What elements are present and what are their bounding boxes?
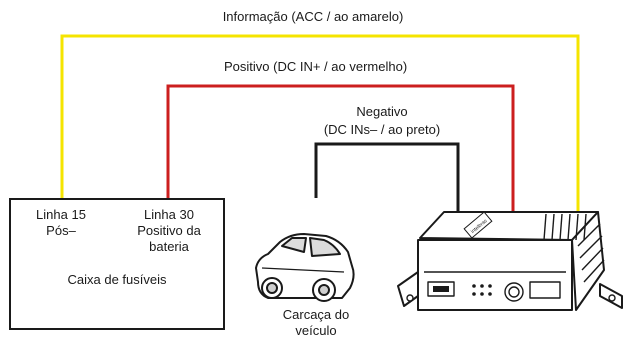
fuse-box — [9, 198, 225, 330]
negative-wire-label-line2: (DC INs– / ao preto) — [323, 122, 441, 137]
fuse-terminal-1-label-line1: Linha 15 — [36, 207, 86, 222]
vehicle-caption-line2: veículo — [295, 323, 337, 338]
fuse-terminal-1-label-line2: Pós– — [46, 223, 76, 238]
black-wire — [314, 142, 460, 212]
fuse-terminal-2-label-line3: bateria — [149, 239, 189, 254]
car-illustration — [255, 233, 355, 302]
red-wire — [166, 84, 515, 212]
fuse-terminal-2-label-line2: Positivo da — [137, 223, 201, 238]
fuse-terminal-2-label-line1: Linha 30 — [144, 207, 194, 222]
negative-wire-label-line1: Negativo — [356, 104, 408, 119]
brand-badge — [463, 211, 493, 239]
vehicle-caption-line1: Carcaça do — [282, 307, 350, 322]
fuse-box-title: Caixa de fusíveis — [67, 272, 167, 287]
positive-wire-label: Positivo (DC IN+ / ao vermelho) — [224, 59, 408, 74]
info-wire-label: Informação (ACC / ao amarelo) — [222, 9, 404, 24]
yellow-wire — [60, 34, 580, 212]
dvr-device — [397, 211, 623, 311]
